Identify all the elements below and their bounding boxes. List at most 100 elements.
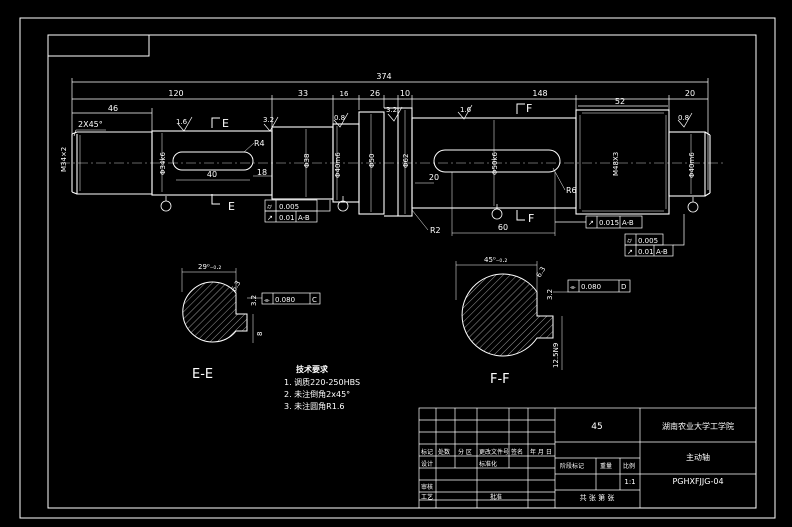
tol6-ref: C (312, 296, 317, 304)
tb-scale: 1:1 (624, 478, 635, 486)
dim-16: 16 (340, 90, 349, 98)
section-e-upper: E (222, 117, 229, 130)
dim-148: 148 (532, 89, 547, 98)
tb-sheets: 共 张 第 张 (580, 493, 615, 502)
dim-dia-40-right: Φ40m6 (688, 152, 696, 178)
tb-h-qianming: 签名 (511, 448, 523, 456)
dim-46: 46 (108, 104, 118, 113)
dim-dia-50-mid: Φ50k6 (491, 152, 499, 175)
thread-lines (79, 112, 667, 212)
tol7-ref: D (621, 283, 626, 291)
dim-12: 12.5N9 (552, 343, 560, 368)
dim-chamfer: 2X45° (78, 120, 103, 129)
dim-dia-62: Φ62 (402, 154, 410, 168)
corner-box (47, 34, 150, 57)
dim-dia-38: Φ38 (303, 154, 311, 168)
dim-20: 20 (685, 89, 695, 98)
tb-h-jieduan: 阶段标记 (560, 462, 584, 470)
keyway-e (172, 151, 254, 171)
tb-h-chushu: 处数 (438, 448, 450, 456)
inner-border (47, 34, 757, 509)
dim-dia-34: Φ34k6 (159, 152, 167, 175)
rough-32c: 3.2 (250, 295, 258, 306)
tol4-val: 0.005 (638, 237, 658, 245)
rough-32b: 3.2 (386, 106, 397, 114)
tb-h-bili: 比例 (623, 462, 635, 470)
tol6-sym: ⌯ (264, 296, 270, 304)
outer-border (19, 17, 776, 519)
dim-26: 26 (370, 89, 380, 98)
tb-h-pizhun: 批准 (490, 493, 502, 501)
dim-overall: 374 (376, 72, 391, 81)
section-e-lower: E (228, 200, 235, 213)
tb-h-sheji: 设计 (421, 460, 433, 468)
rough-32d: 3.2 (546, 289, 554, 300)
tb-h-zhongliang: 重量 (600, 462, 612, 470)
dim-kw-18: 18 (257, 168, 267, 177)
rough-16b: 1.6 (460, 106, 472, 114)
section-ee (182, 281, 248, 343)
rough-63a: 6.3 (230, 279, 242, 293)
notes-title: 技术要求 (296, 364, 329, 374)
rough-32: 3.2 (263, 116, 274, 124)
rough-08a: 0.8 (334, 114, 345, 122)
tb-drawing-no: PGHXFJJG-04 (672, 477, 723, 486)
tol3-val: 0.015 (599, 219, 619, 227)
dim-10: 10 (400, 89, 410, 98)
dim-33: 33 (298, 89, 308, 98)
rough-16a: 1.6 (176, 118, 188, 126)
tb-part-name: 主动轴 (686, 452, 710, 462)
dim-kw-20: 20 (429, 173, 439, 182)
notes-line1: 1. 调质220-250HBS (284, 377, 360, 387)
dim-29: 29⁰₋₀.₂ (198, 263, 221, 271)
title-block (418, 407, 757, 509)
tol2-ref: A-B (298, 214, 310, 222)
tol2-val: 0.01 (279, 214, 295, 222)
tol3-sym: ↗ (588, 219, 594, 227)
notes-line2: 2. 未注倒角2x45° (284, 389, 350, 399)
tol7-val: 0.080 (581, 283, 601, 291)
tol5-val: 0.01 (638, 248, 654, 256)
section-f-lower: F (528, 212, 534, 225)
tb-h-shenhe: 审核 (421, 483, 433, 491)
tol1-sym: ⌭ (267, 203, 272, 211)
dim-8: 8 (256, 332, 264, 336)
tb-h-biaoji: 标记 (421, 448, 433, 456)
dim-kw-40: 40 (207, 170, 217, 179)
tb-h-biaozhunhua: 标准化 (479, 460, 497, 468)
section-ff (461, 273, 554, 357)
rough-63b: 6.3 (535, 265, 547, 279)
dim-dia-40-left: Φ40m6 (334, 152, 342, 178)
tb-h-gongyi: 工艺 (421, 493, 433, 501)
tol5-ref: A-B (656, 248, 668, 256)
dim-r4: R4 (254, 139, 265, 148)
tol7-sym: ⌯ (570, 283, 576, 291)
notes-line3: 3. 未注圆角R1.6 (284, 401, 344, 411)
tb-school: 湖南农业大学工学院 (662, 421, 734, 431)
dim-thread-left: M34×2 (60, 147, 68, 172)
dim-45: 45⁰₋₀.₂ (484, 256, 507, 264)
keyway-f (433, 149, 561, 173)
section-f-upper: F (526, 102, 532, 115)
dim-dia-50: Φ50 (368, 154, 376, 168)
section-ff-title: F-F (490, 372, 510, 387)
tb-h-gaiwenjian: 更改文件号 (479, 448, 509, 456)
dim-120: 120 (168, 89, 183, 98)
rough-08b: 0.8 (678, 114, 689, 122)
tol3-ref: A-B (622, 219, 634, 227)
dim-thread-right: M48X3 (612, 152, 620, 176)
dim-r2: R2 (430, 226, 441, 235)
tol2-sym: ↗ (267, 214, 273, 222)
tb-h-fenqu: 分 区 (458, 448, 472, 456)
tol5-sym: ↗ (627, 248, 633, 256)
dim-r6: R6 (566, 186, 577, 195)
tb-h-nianyueri: 年 月 日 (530, 448, 552, 456)
section-ee-title: E-E (192, 367, 213, 382)
tol4-sym: ⌭ (627, 237, 632, 245)
dim-kw-60: 60 (498, 223, 508, 232)
dim-52: 52 (615, 97, 625, 106)
tol1-val: 0.005 (279, 203, 299, 211)
tol6-val: 0.080 (275, 296, 295, 304)
tb-material: 45 (591, 422, 602, 432)
